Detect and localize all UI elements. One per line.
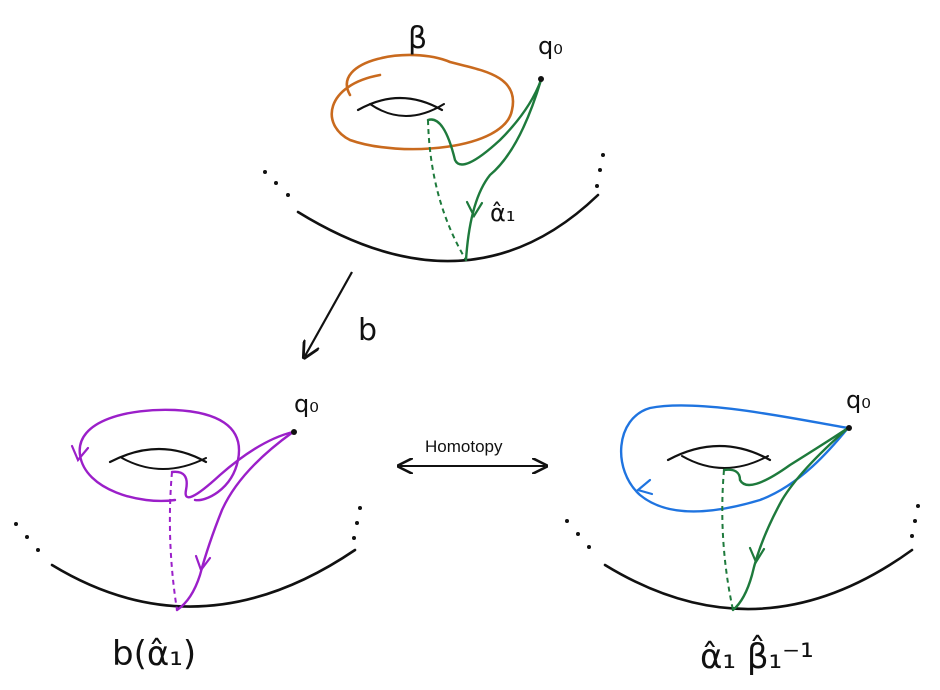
br-green-solid-1 xyxy=(722,426,850,487)
bl-right-ellipsis xyxy=(352,506,362,540)
br-blue-loop xyxy=(620,404,850,513)
bl-caption: b(α̂₁) xyxy=(112,634,196,674)
map-b-label: b xyxy=(358,313,377,348)
bl-purple-loop xyxy=(78,408,241,503)
top-alpha-hat-label: α̂₁ xyxy=(490,199,515,227)
alpha-arrowhead xyxy=(465,200,484,219)
bottom-right-panel: q₀ α̂₁ β̂₁⁻¹ xyxy=(565,386,920,677)
br-q0-label: q₀ xyxy=(846,386,871,414)
bl-purple-solid-2 xyxy=(175,430,295,612)
br-blue-arrowhead xyxy=(635,478,654,496)
alpha-solid-path-1 xyxy=(426,78,543,166)
br-torus-hole-lower xyxy=(681,455,769,469)
top-q0-label: q₀ xyxy=(538,32,563,60)
top-beta-label: β xyxy=(408,21,427,56)
br-green-arrowhead xyxy=(748,546,766,565)
bl-purple-loop-arrowhead xyxy=(70,444,90,463)
top-right-ellipsis xyxy=(595,153,605,188)
bl-q0-label: q₀ xyxy=(294,390,319,418)
br-green-dashed xyxy=(721,469,734,611)
bl-purple-dashed xyxy=(168,471,178,611)
alpha-solid-path-2 xyxy=(464,78,543,262)
top-left-ellipsis xyxy=(263,170,290,197)
bl-purple-solid-1 xyxy=(170,430,295,499)
br-green-solid-2 xyxy=(731,426,850,612)
bl-torus-hole-upper xyxy=(108,448,208,464)
bl-purple-arrowhead xyxy=(194,554,212,573)
top-torus-hole-upper xyxy=(356,96,444,112)
bl-surface-curve xyxy=(50,548,357,608)
top-panel: β q₀ α̂₁ xyxy=(263,21,605,263)
br-right-ellipsis xyxy=(910,504,920,538)
bl-q0-point xyxy=(291,429,297,435)
map-b-arrow xyxy=(305,271,353,356)
bottom-left-panel: q₀ b(α̂₁) xyxy=(14,390,362,674)
br-left-ellipsis xyxy=(565,519,591,549)
br-q0-point xyxy=(846,425,852,431)
top-surface-curve xyxy=(296,193,600,263)
bl-torus-hole-lower xyxy=(121,457,207,470)
alpha-dashed-path xyxy=(427,119,467,261)
br-caption: α̂₁ β̂₁⁻¹ xyxy=(700,635,814,677)
beta-loop xyxy=(330,53,515,151)
br-torus-hole-upper xyxy=(666,445,772,462)
br-surface-curve xyxy=(603,548,914,611)
top-q0-point xyxy=(538,76,544,82)
homotopy-group: Homotopy xyxy=(400,437,545,466)
top-torus-hole-lower xyxy=(369,103,445,117)
map-b: b xyxy=(305,271,377,356)
bl-left-ellipsis xyxy=(14,522,40,552)
homotopy-label: Homotopy xyxy=(425,437,503,456)
